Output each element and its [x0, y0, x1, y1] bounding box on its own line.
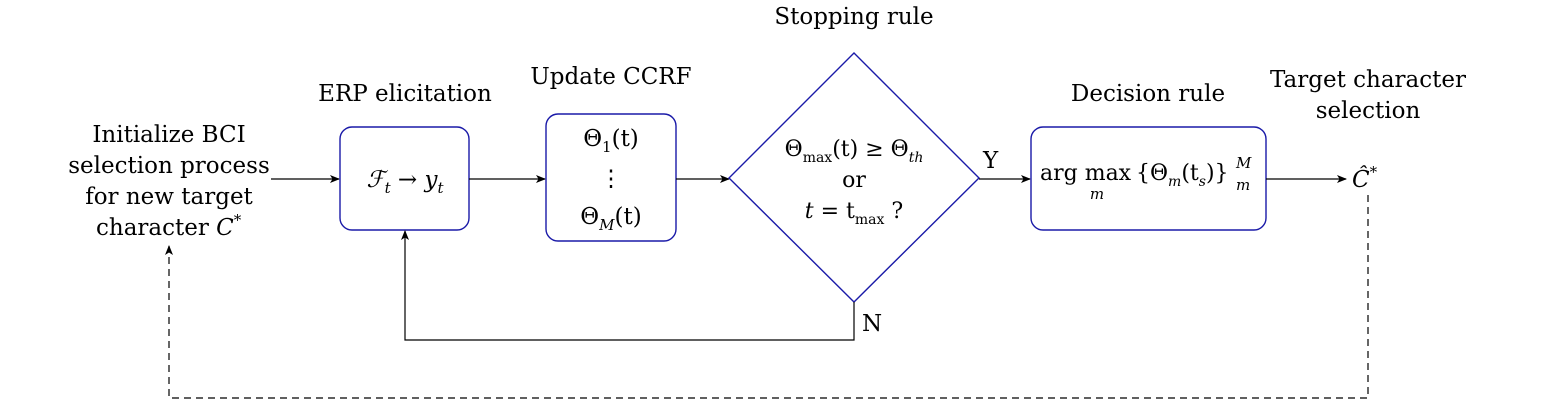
yes-label: Y	[982, 148, 999, 174]
target-label-line-2: selection	[1316, 98, 1421, 124]
decision-set: {Θm(ts)}	[1136, 161, 1229, 190]
no-label: N	[862, 311, 882, 337]
erp-label: ERP elicitation	[318, 81, 492, 107]
initialize-node: Initialize BCI selection process for new…	[68, 122, 270, 241]
ccrf-dots: ⋮	[600, 166, 623, 192]
decision-argmax-sub: m	[1090, 185, 1104, 203]
stopping-or: or	[842, 168, 866, 193]
init-line-2: selection process	[68, 153, 270, 179]
ccrf-theta-m: ΘM(t)	[580, 204, 641, 234]
init-line-1: Initialize BCI	[92, 122, 245, 148]
output-c-hat: Ĉ*	[1352, 163, 1378, 193]
decision-argmax: arg max	[1040, 161, 1132, 186]
stopping-condition-1: Θmax(t) ≥ Θth	[785, 137, 924, 166]
dashed-feedback-loop	[165, 195, 1369, 399]
init-line-3: for new target	[85, 184, 253, 210]
ccrf-box	[545, 113, 677, 242]
ccrf-theta-1: Θ1(t)	[583, 126, 639, 156]
arrow-no-loop-back	[401, 230, 855, 341]
decision-subscript: m	[1236, 176, 1250, 194]
decision-sup: M	[1235, 154, 1252, 172]
init-line-4: character C*	[96, 211, 242, 241]
stopping-label: Stopping rule	[774, 4, 933, 30]
target-label-line-1: Target character	[1270, 67, 1466, 93]
decision-label: Decision rule	[1071, 81, 1225, 107]
erp-math: ℱt → yt	[366, 167, 444, 197]
ccrf-label: Update CCRF	[530, 64, 691, 90]
stopping-condition-2: t = tmax ?	[805, 199, 903, 228]
